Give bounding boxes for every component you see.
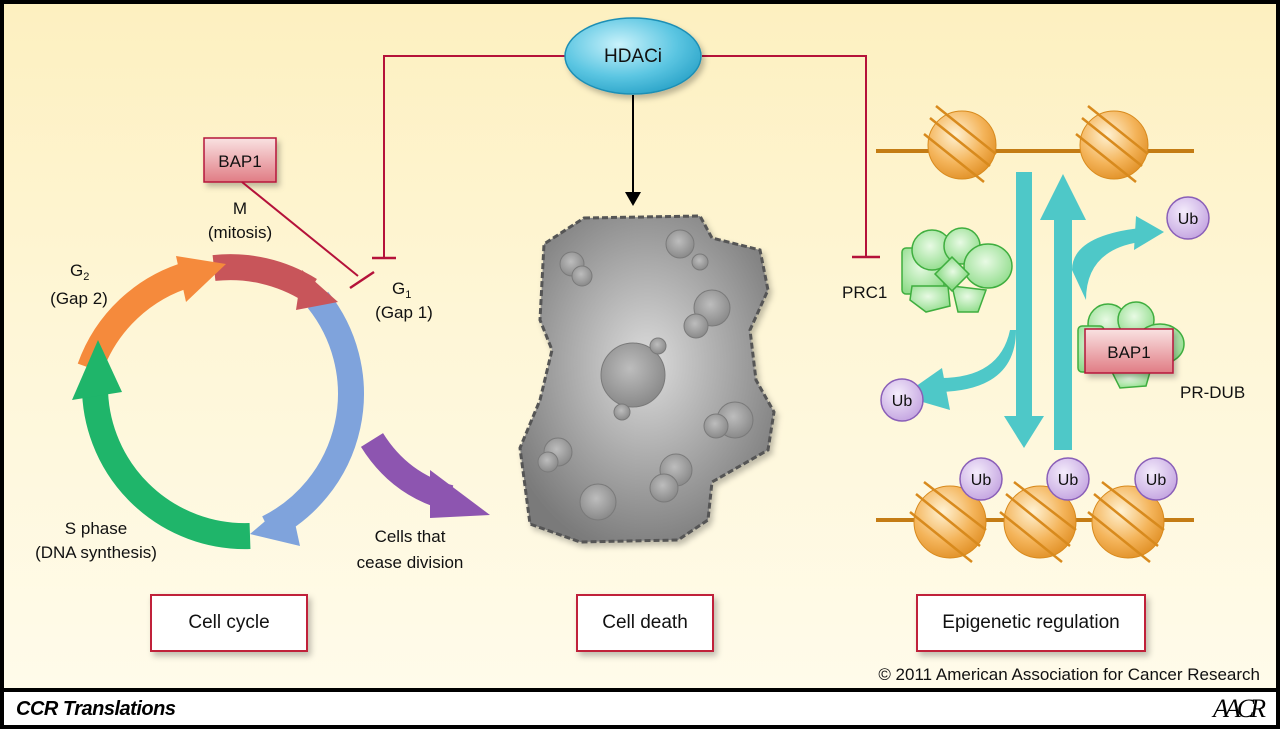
pr-dub-bap1-box: [1084, 328, 1174, 374]
category-cell-death: Cell death: [576, 594, 714, 652]
hdaci-inhibit-prc1-line: [702, 55, 880, 259]
bap1-inhibit-line: [241, 181, 375, 290]
pr-dub-label: PR-DUB: [1180, 383, 1245, 402]
svg-text:Ub: Ub: [1058, 472, 1079, 489]
ubiquitin-bound-3: Ub: [1134, 457, 1178, 501]
bap1-inhibitor-box: [203, 137, 277, 183]
phase-arc-m: [212, 254, 317, 302]
hdaci-inhibit-cellcycle-line: [372, 55, 566, 260]
phase-s-desc: (DNA synthesis): [35, 543, 157, 562]
footer-title: CCR Translations: [16, 698, 176, 720]
category-cell-cycle: Cell cycle: [150, 594, 308, 652]
deubiquitination-arrow: [1040, 174, 1164, 450]
nucleosome-bottom-2: [999, 481, 1077, 563]
aacr-logo: AACR: [1213, 694, 1266, 723]
svg-text:Ub: Ub: [1146, 472, 1167, 489]
phase-m-label: M: [233, 199, 247, 218]
hdaci-node: [564, 17, 702, 95]
bap1-label: BAP1: [218, 152, 261, 171]
cell-cycle-arrowheads: [72, 256, 490, 546]
ubiquitin-free-left: Ub: [880, 378, 924, 422]
exit-label-line2: cease division: [357, 553, 464, 572]
nucleosome-bottom-1: [909, 481, 987, 563]
category-epigenetic-regulation: Epigenetic regulation: [916, 594, 1146, 652]
prc1-complex-icon: [901, 227, 1013, 313]
exit-label-line1: Cells that: [375, 527, 446, 546]
phase-arc-s: [81, 381, 251, 550]
nucleosome-top-2: [1075, 105, 1149, 183]
nucleosome-bottom-3: [1087, 481, 1165, 563]
phase-g2-label: G2: [70, 261, 89, 283]
svg-text:Ub: Ub: [1178, 211, 1199, 228]
phase-arc-g1: [262, 291, 364, 540]
ubiquitin-bound-1: Ub: [959, 457, 1003, 501]
pr-dub-bap1-label: BAP1: [1107, 343, 1150, 362]
phase-s-label: S phase: [65, 519, 127, 538]
phase-g1-desc: (Gap 1): [375, 303, 433, 322]
hdaci-to-cell-death-arrow: [625, 95, 641, 206]
footer-bar: CCR Translations AACR: [4, 692, 1276, 725]
svg-text:Ub: Ub: [971, 472, 992, 489]
nucleosome-top-1: [923, 105, 997, 183]
ubiquitin-bound-2: Ub: [1046, 457, 1090, 501]
phase-m-desc: (mitosis): [208, 223, 272, 242]
ubiquitin-free-right: Ub: [1166, 196, 1210, 240]
svg-text:Ub: Ub: [892, 393, 913, 410]
phase-g1-label: G1: [392, 279, 411, 301]
prc1-label: PRC1: [842, 283, 887, 302]
hdaci-label: HDACi: [604, 46, 662, 67]
copyright-notice: © 2011 American Association for Cancer R…: [878, 665, 1260, 684]
dying-cell-icon: [518, 214, 776, 544]
phase-g2-desc: (Gap 2): [50, 289, 108, 308]
